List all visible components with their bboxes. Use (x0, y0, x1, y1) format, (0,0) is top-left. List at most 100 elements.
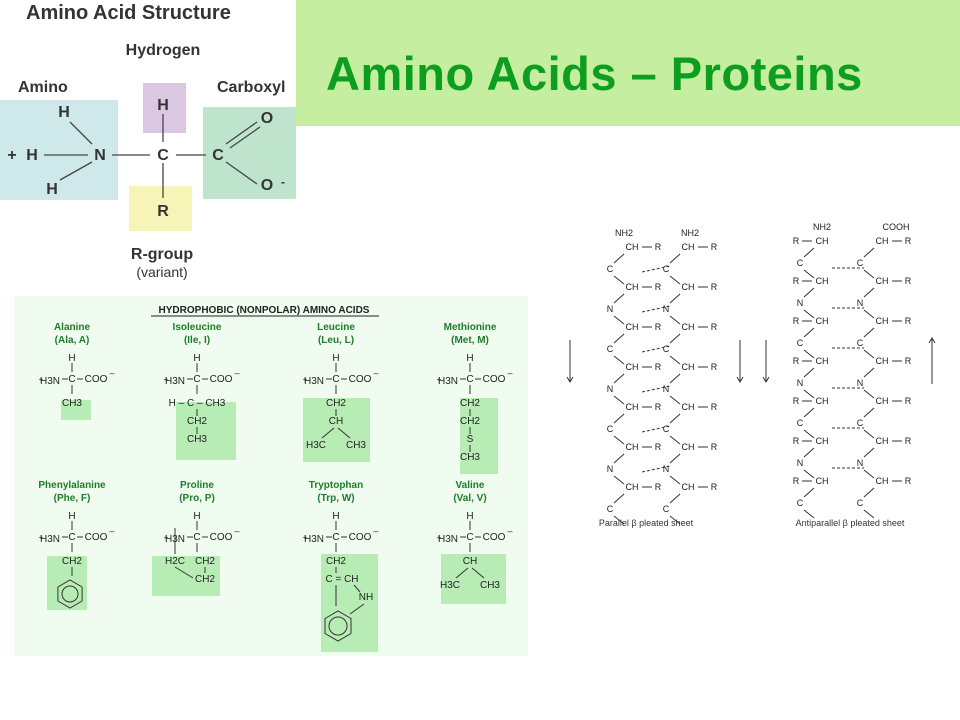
beta-bond (863, 429, 875, 439)
beta-ch: CH (682, 482, 695, 492)
strand-direction-arrow-head (736, 376, 744, 383)
carboxylate-group: COO (85, 532, 108, 543)
side-chain-bond (337, 427, 351, 439)
ring-bond (353, 584, 361, 593)
charge-minus: – (234, 526, 239, 536)
beta-backbone-atom: C (857, 418, 864, 428)
side-chain-atom: CH3 (460, 452, 480, 463)
beta-ch: CH (682, 402, 695, 412)
amino-group-box (0, 100, 118, 200)
strand-direction-arrow-head (762, 376, 770, 383)
beta-bond (863, 389, 875, 399)
hydrophobic-title: HYDROPHOBIC (NONPOLAR) AMINO ACIDS (159, 305, 370, 316)
charge-minus: – (373, 368, 378, 378)
amino-acid-abbrev: (Trp, W) (317, 493, 354, 504)
beta-bond (803, 407, 815, 418)
alpha-carbon: C (193, 532, 200, 543)
beta-ch: CH (876, 476, 889, 486)
amino-acid-name: Proline (180, 480, 214, 491)
beta-bond (863, 407, 875, 418)
atom-r: R (157, 203, 169, 220)
carboxylate-group: COO (210, 374, 233, 385)
charge-minus: – (109, 526, 114, 536)
beta-r: R (793, 436, 800, 446)
beta-bond (863, 509, 875, 519)
beta-r: R (655, 402, 662, 412)
side-chain-atom: CH2 (326, 398, 346, 409)
side-chain-atom: H2C (165, 556, 185, 567)
amino-acid-name: Alanine (54, 322, 91, 333)
beta-ch: CH (682, 322, 695, 332)
alpha-carbon: C (193, 374, 200, 385)
beta-bond (803, 429, 815, 439)
beta-bond (669, 355, 681, 365)
beta-bond (803, 269, 815, 279)
alpha-carbon: C (332, 532, 339, 543)
beta-bond (803, 487, 815, 498)
beta-r: R (793, 236, 800, 246)
amino-acid-abbrev: (Ile, I) (184, 335, 210, 346)
side-chain-atom: CH3 (480, 580, 500, 591)
beta-r: R (905, 436, 912, 446)
side-chain-atom: CH2 (460, 416, 480, 427)
alpha-carbon: C (332, 374, 339, 385)
side-chain-atom: CH (463, 556, 477, 567)
atom-c-alpha: C (157, 147, 169, 164)
beta-ch: CH (682, 242, 695, 252)
beta-ch: CH (626, 282, 639, 292)
beta-ch: CH (816, 436, 829, 446)
amino-acid-name: Valine (456, 480, 485, 491)
carboxyl-label: Carboxyl (217, 79, 285, 96)
hydrogen-box (143, 83, 186, 133)
beta-bond (613, 493, 625, 504)
amine-group: H3N (304, 534, 324, 545)
alpha-hydrogen: H (332, 511, 339, 522)
side-chain-atom: CH3 (62, 398, 82, 409)
amino-acid-abbrev: (Leu, L) (318, 335, 354, 346)
beta-backbone-atom: C (797, 498, 804, 508)
beta-r: R (905, 356, 912, 366)
beta-bond (803, 309, 815, 319)
beta-bond (669, 435, 681, 445)
beta-r: R (905, 236, 912, 246)
amino-acid-abbrev: (Phe, F) (54, 493, 91, 504)
beta-backbone-atom: N (607, 304, 614, 314)
beta-r: R (655, 482, 662, 492)
beta-ch: CH (876, 316, 889, 326)
strand-direction-arrow-head (566, 376, 574, 383)
beta-r: R (793, 476, 800, 486)
beta-bond (613, 315, 625, 325)
r-group-label: R-group (131, 246, 193, 263)
charge-plus: + (39, 375, 44, 384)
beta-bond (863, 367, 875, 378)
side-chain-bond (455, 567, 469, 579)
beta-r: R (793, 396, 800, 406)
charge-plus: + (437, 533, 442, 542)
beta-bond (863, 309, 875, 319)
variant-label: (variant) (136, 264, 187, 280)
beta-r: R (655, 282, 662, 292)
beta-ch: CH (876, 276, 889, 286)
ring-bond (174, 566, 194, 579)
beta-bond (613, 275, 625, 285)
structure-title: Amino Acid Structure (26, 2, 231, 24)
beta-bond (669, 395, 681, 405)
beta-ch: CH (626, 362, 639, 372)
beta-backbone-atom: N (607, 464, 614, 474)
alpha-hydrogen: H (466, 511, 473, 522)
beta-backbone-atom: C (607, 264, 614, 274)
beta-bond (613, 355, 625, 365)
side-chain-atom: CH2 (62, 556, 82, 567)
side-chain-highlight (152, 556, 220, 596)
beta-nh2: NH2 (615, 228, 633, 238)
beta-bond (803, 509, 815, 519)
beta-backbone-atom: C (607, 504, 614, 514)
beta-bond (613, 373, 625, 384)
beta-r: R (905, 276, 912, 286)
beta-bond (803, 389, 815, 399)
beta-backbone-atom: N (663, 464, 670, 474)
beta-r: R (711, 482, 718, 492)
